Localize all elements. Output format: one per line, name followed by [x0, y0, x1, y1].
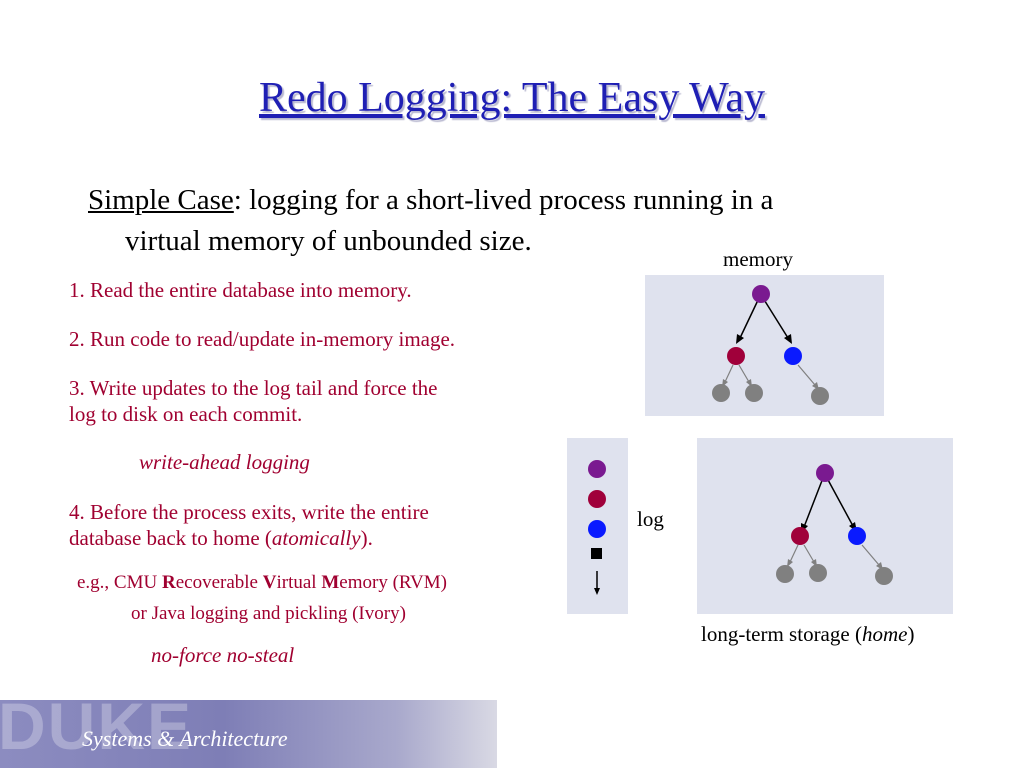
step-2: 2. Run code to read/update in-memory ima…	[69, 327, 456, 351]
example-m: M	[321, 572, 340, 593]
node-root	[816, 464, 834, 482]
node-gray	[809, 564, 827, 582]
tree-edge	[861, 544, 880, 566]
storage-tree	[776, 464, 893, 585]
footer-text: Systems & Architecture	[82, 726, 288, 751]
step-3-line-2: log to disk on each commit.	[69, 402, 303, 426]
tree-edge	[789, 544, 799, 563]
arrowhead	[787, 559, 793, 567]
intro-rest-1: : logging for a short-lived process runn…	[233, 184, 774, 216]
storage-label: long-term storage (home)	[701, 622, 914, 647]
storage-panel	[697, 438, 953, 614]
intro-lead: Simple Case	[88, 184, 234, 216]
memory-tree	[712, 285, 829, 405]
tree-edge	[738, 364, 750, 383]
tree-edge	[803, 544, 815, 563]
node-root	[752, 285, 770, 303]
log-record-root	[588, 460, 606, 478]
step-3-line-1: 3. Write updates to the log tail and for…	[69, 376, 438, 400]
node-gray	[745, 384, 763, 402]
node-red	[791, 527, 809, 545]
step-4-end: ).	[360, 526, 373, 550]
storage-label-emph: home	[861, 622, 908, 646]
tree-edge	[762, 297, 789, 339]
no-force-note: no-force no-steal	[151, 643, 295, 667]
example-m-rest: emory (RVM)	[339, 572, 447, 593]
node-blue	[848, 527, 866, 545]
example-line-2: or Java logging and pickling (Ivory)	[131, 603, 406, 624]
storage-label-prefix: long-term storage (	[701, 622, 862, 646]
memory-panel	[645, 275, 884, 416]
node-gray	[875, 567, 893, 585]
tree-edge	[724, 364, 734, 383]
step-4-text: database back to home (	[69, 526, 272, 550]
log-record-red	[588, 490, 606, 508]
memory-label: memory	[723, 247, 793, 271]
storage-label-suffix: )	[907, 622, 915, 646]
example-r: R	[161, 572, 176, 593]
arrowhead	[594, 588, 600, 595]
intro-rest-2: virtual memory of unbounded size.	[125, 225, 532, 257]
log-label: log	[637, 507, 664, 531]
step-4-emph: atomically	[271, 526, 361, 550]
log-panel	[567, 438, 628, 614]
node-gray	[811, 387, 829, 405]
tree-edge	[739, 297, 760, 339]
example-line-1: e.g., CMU Recoverable Virtual Memory (RV…	[77, 572, 447, 594]
node-gray	[776, 565, 794, 583]
intro-text: Simple Case: logging for a short-lived p…	[88, 180, 918, 262]
footer-band	[0, 700, 497, 768]
example-v-rest: irtual	[276, 572, 322, 593]
commit-marker	[591, 548, 602, 559]
node-blue	[784, 347, 802, 365]
example-prefix: e.g., CMU	[77, 572, 162, 593]
example-r-rest: ecoverable	[175, 572, 263, 593]
duke-logo: DUKE	[0, 689, 194, 763]
node-red	[727, 347, 745, 365]
log-record-blue	[588, 520, 606, 538]
tree-edge	[803, 477, 824, 528]
log-records	[588, 460, 606, 595]
step-4-line-2: database back to home (atomically).	[69, 525, 373, 551]
write-ahead-note: write-ahead logging	[139, 450, 310, 474]
slide-title: Redo Logging: The Easy Way	[259, 75, 765, 121]
tree-edge	[797, 364, 816, 386]
arrowhead	[736, 334, 744, 344]
tree-edge	[826, 477, 854, 527]
step-4-line-1: 4. Before the process exits, write the e…	[69, 500, 429, 524]
arrowhead	[784, 334, 792, 344]
step-1: 1. Read the entire database into memory.	[69, 278, 412, 302]
example-v: V	[262, 572, 277, 593]
node-gray	[712, 384, 730, 402]
